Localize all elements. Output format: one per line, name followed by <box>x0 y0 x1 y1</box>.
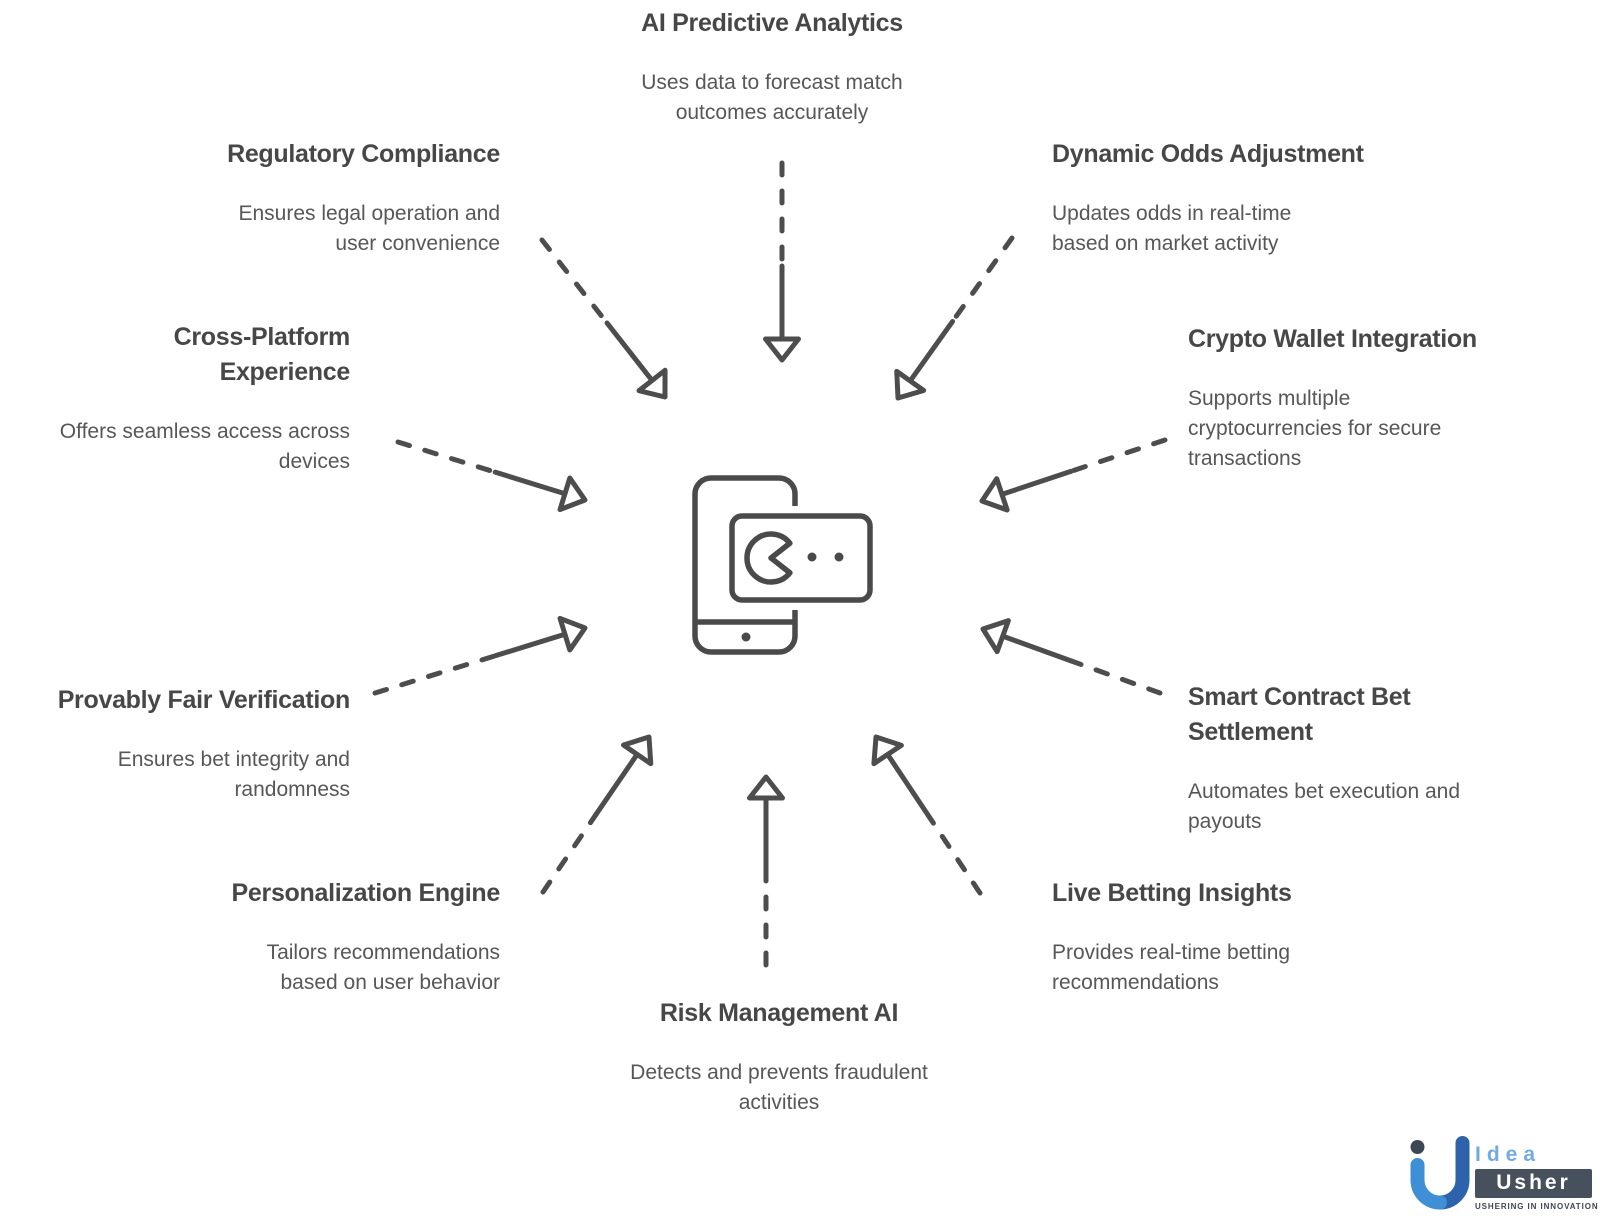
arrow-provably-fair-verification <box>372 615 588 696</box>
feature-title: Smart Contract Bet Settlement <box>1188 683 1411 746</box>
feature-title: Cross-Platform Experience <box>173 323 351 386</box>
feature-ai-predictive-analytics: AI Predictive Analytics Uses data to for… <box>522 6 1022 128</box>
logo-text: Idea Usher USHERING IN INNOVATION <box>1475 1136 1599 1211</box>
arrow-dynamic-odds-adjustment <box>894 235 1015 401</box>
phone-home-dot <box>741 632 751 642</box>
arrowhead-icon <box>979 476 1010 513</box>
logo-idea-text: Idea <box>1475 1143 1542 1166</box>
logo-dot <box>1410 1140 1425 1154</box>
feature-description: Uses data to forecast match outcomes acc… <box>641 71 903 124</box>
arrow-risk-management-ai <box>747 774 785 968</box>
idea-usher-logo-icon <box>1410 1136 1470 1210</box>
logo-usher-text: Usher <box>1475 1169 1592 1198</box>
arrowhead-icon <box>557 475 588 513</box>
arrowhead-icon <box>871 734 904 767</box>
connector-arrows <box>372 160 1168 968</box>
feature-description: Supports multiple cryptocurrencies for s… <box>1188 387 1442 470</box>
feature-description: Tailors recommendations based on user be… <box>266 941 500 994</box>
feature-description: Detects and prevents fraudulent activiti… <box>630 1061 928 1114</box>
feature-description: Provides real-time betting recommendatio… <box>1052 941 1291 994</box>
arrow-ai-predictive-analytics <box>763 160 801 363</box>
arrowhead-icon <box>636 367 668 400</box>
feature-description: Ensures legal operation and user conveni… <box>238 202 500 255</box>
feature-personalization-engine: Personalization Engine Tailors recommend… <box>100 876 501 998</box>
feature-description: Updates odds in real-time based on marke… <box>1052 202 1292 255</box>
feature-provably-fair-verification: Provably Fair Verification Ensures bet i… <box>0 683 351 805</box>
feature-description: Ensures bet integrity and randomness <box>117 748 350 801</box>
feature-title: Crypto Wallet Integration <box>1188 325 1477 353</box>
feature-regulatory-compliance: Regulatory Compliance Ensures legal oper… <box>100 137 500 259</box>
feature-dynamic-odds-adjustment: Dynamic Odds Adjustment Updates odds in … <box>1052 137 1472 259</box>
feature-risk-management-ai: Risk Management AI Detects and prevents … <box>529 996 1029 1118</box>
pacman-icon <box>744 531 793 585</box>
feature-title: Dynamic Odds Adjustment <box>1052 140 1364 168</box>
feature-title: Personalization Engine <box>231 879 501 907</box>
arrowhead-icon <box>621 734 654 767</box>
arrow-cross-platform-experience <box>395 439 588 513</box>
logo-tagline: USHERING IN INNOVATION <box>1475 1202 1599 1211</box>
logo-u-dark <box>1433 1136 1470 1210</box>
feature-title: Risk Management AI <box>659 999 899 1027</box>
feature-cross-platform-experience: Cross-Platform Experience Offers seamles… <box>0 320 351 477</box>
betting-card <box>729 513 873 603</box>
logo-u-light <box>1410 1158 1447 1210</box>
arrowhead-icon <box>747 774 785 801</box>
card-dot <box>834 552 844 562</box>
arrow-regulatory-compliance <box>539 237 668 400</box>
feature-smart-contract-bet-settlement: Smart Contract Bet Settlement Automates … <box>1188 680 1578 837</box>
mobile-betting-app-icon <box>692 475 880 655</box>
arrowhead-icon <box>763 336 801 363</box>
arrowhead-icon <box>557 615 588 653</box>
feature-description: Automates bet execution and payouts <box>1188 780 1461 833</box>
feature-description: Offers seamless access across devices <box>59 420 350 473</box>
idea-usher-logo: Idea Usher USHERING IN INNOVATION <box>1408 1136 1599 1212</box>
arrowhead-icon <box>894 368 927 401</box>
feature-title: AI Predictive Analytics <box>641 9 903 37</box>
feature-title: Provably Fair Verification <box>57 686 351 714</box>
card-dot <box>807 552 817 562</box>
arrow-crypto-wallet-integration <box>979 437 1168 513</box>
feature-live-betting-insights: Live Betting Insights Provides real-time… <box>1052 876 1472 998</box>
feature-title: Regulatory Compliance <box>227 140 500 168</box>
arrowhead-icon <box>980 618 1011 655</box>
arrow-smart-contract-bet-settlement <box>980 618 1163 696</box>
arrow-personalization-engine <box>540 734 654 895</box>
arrow-live-betting-insights <box>871 734 983 896</box>
feature-crypto-wallet-integration: Crypto Wallet Integration Supports multi… <box>1188 322 1578 474</box>
feature-title: Live Betting Insights <box>1052 879 1292 907</box>
